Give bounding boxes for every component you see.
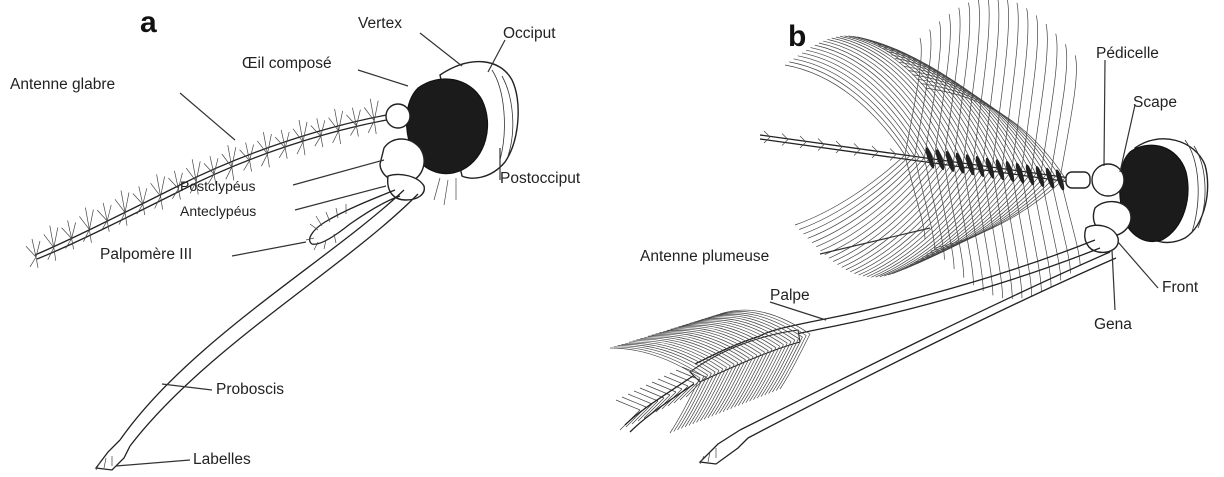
proboscis-b-drawing <box>700 252 1116 464</box>
label-anteclypeus: Anteclypéus <box>180 203 256 219</box>
label-gena: Gena <box>1094 316 1132 333</box>
label-antenne-plumeuse: Antenne plumeuse <box>640 248 769 265</box>
panel-b-letter: b <box>788 20 806 53</box>
label-labelles: Labelles <box>193 451 251 468</box>
label-antenne-glabre: Antenne glabre <box>10 76 115 93</box>
label-postclypeus: Postclypéus <box>180 178 255 194</box>
label-oeil-compose: Œil composé <box>242 55 332 72</box>
antenne-plumeuse-drawing <box>760 0 1080 299</box>
label-postocciput: Postocciput <box>500 170 581 187</box>
label-front: Front <box>1162 279 1199 296</box>
label-scape: Scape <box>1133 94 1177 111</box>
label-palpomere: Palpomère III <box>100 246 192 263</box>
panel-b: b <box>610 0 1208 464</box>
label-palpe: Palpe <box>770 287 810 304</box>
proboscis-drawing <box>96 190 418 470</box>
label-pedicelle: Pédicelle <box>1096 45 1159 62</box>
panel-a-letter: a <box>140 6 157 39</box>
panel-a: a <box>10 6 581 470</box>
palpomere-drawing <box>306 190 400 250</box>
label-occiput: Occiput <box>503 25 556 42</box>
label-vertex: Vertex <box>358 15 402 32</box>
label-proboscis: Proboscis <box>216 381 284 398</box>
head-b-drawing <box>1066 139 1208 253</box>
palpe-drawing <box>610 240 1100 433</box>
